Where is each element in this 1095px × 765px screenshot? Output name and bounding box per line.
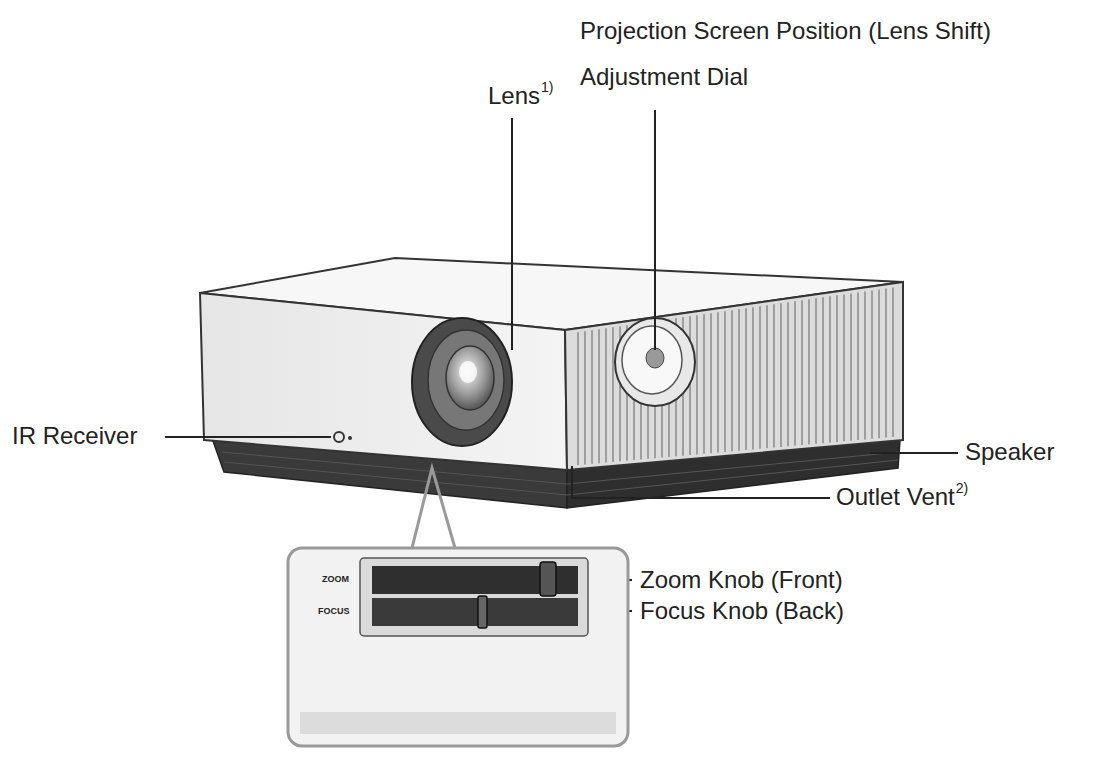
vent-slat bbox=[612, 327, 614, 462]
knob-marking: FOCUS bbox=[318, 606, 350, 616]
part-name: Outlet Vent bbox=[836, 483, 955, 511]
dial-inner bbox=[622, 326, 682, 394]
vent-slat bbox=[822, 297, 824, 443]
vent-slat bbox=[766, 305, 768, 448]
part-name: Lens bbox=[488, 82, 540, 110]
vent-slat bbox=[577, 332, 579, 465]
vent-slat bbox=[885, 288, 887, 437]
inset-pointer bbox=[412, 468, 455, 548]
ir-dot bbox=[348, 436, 352, 440]
part-name: Projection Screen Position (Lens Shift) … bbox=[580, 8, 1085, 100]
lens-housing bbox=[412, 318, 512, 446]
vent-slat bbox=[857, 292, 859, 440]
vent-slat bbox=[745, 308, 747, 450]
ir-receiver-symbol bbox=[334, 432, 344, 442]
vent-slat bbox=[864, 291, 866, 439]
lens-ring bbox=[428, 330, 504, 430]
vent-slat bbox=[696, 315, 698, 454]
part-name: Focus Knob (Back) bbox=[640, 597, 844, 625]
vent-slat bbox=[878, 289, 880, 438]
vent-slat bbox=[584, 331, 586, 464]
vent-slat bbox=[591, 330, 593, 464]
vent-slat bbox=[724, 311, 726, 452]
vent-slat bbox=[759, 306, 761, 448]
vent-slat bbox=[787, 302, 789, 446]
vent-slat bbox=[815, 298, 817, 443]
footnote-mark: 1) bbox=[541, 79, 553, 95]
knob-marking: ZOOM bbox=[322, 574, 349, 584]
vent-slat bbox=[605, 328, 607, 462]
leader-lines bbox=[165, 110, 958, 611]
vent-slat bbox=[738, 309, 740, 450]
vent-slat bbox=[871, 290, 873, 438]
inset-base bbox=[300, 712, 616, 734]
part-name: Speaker bbox=[965, 438, 1054, 466]
vent-slat bbox=[731, 310, 733, 451]
vent-slat bbox=[752, 307, 754, 449]
part-name: Zoom Knob (Front) bbox=[640, 566, 843, 594]
vent-slat bbox=[710, 313, 712, 453]
vent-slat bbox=[703, 314, 705, 454]
vent-slat bbox=[836, 295, 838, 442]
focus-band bbox=[372, 598, 578, 626]
vent-slat bbox=[773, 304, 775, 447]
vent-slat bbox=[843, 294, 845, 441]
vent-grille bbox=[578, 287, 893, 465]
inset-frame bbox=[288, 548, 628, 746]
footnote-mark: 2) bbox=[956, 480, 968, 496]
lens-glass bbox=[446, 346, 494, 410]
vent-slat bbox=[780, 303, 782, 447]
vent-slat bbox=[717, 312, 719, 452]
focus-knob bbox=[478, 596, 487, 628]
vent-slat bbox=[808, 299, 810, 444]
dial-center bbox=[646, 348, 664, 368]
vent-slat bbox=[850, 293, 852, 440]
vent-slat bbox=[892, 287, 894, 436]
side-face bbox=[565, 282, 903, 470]
slot-frame bbox=[360, 558, 588, 636]
zoom-knob bbox=[540, 562, 556, 596]
vent-slat bbox=[801, 300, 803, 445]
vent-slat bbox=[829, 296, 831, 442]
vent-slat bbox=[794, 301, 796, 445]
lens-highlight bbox=[459, 361, 477, 383]
vent-slat bbox=[598, 329, 600, 463]
part-name: IR Receiver bbox=[12, 422, 137, 450]
